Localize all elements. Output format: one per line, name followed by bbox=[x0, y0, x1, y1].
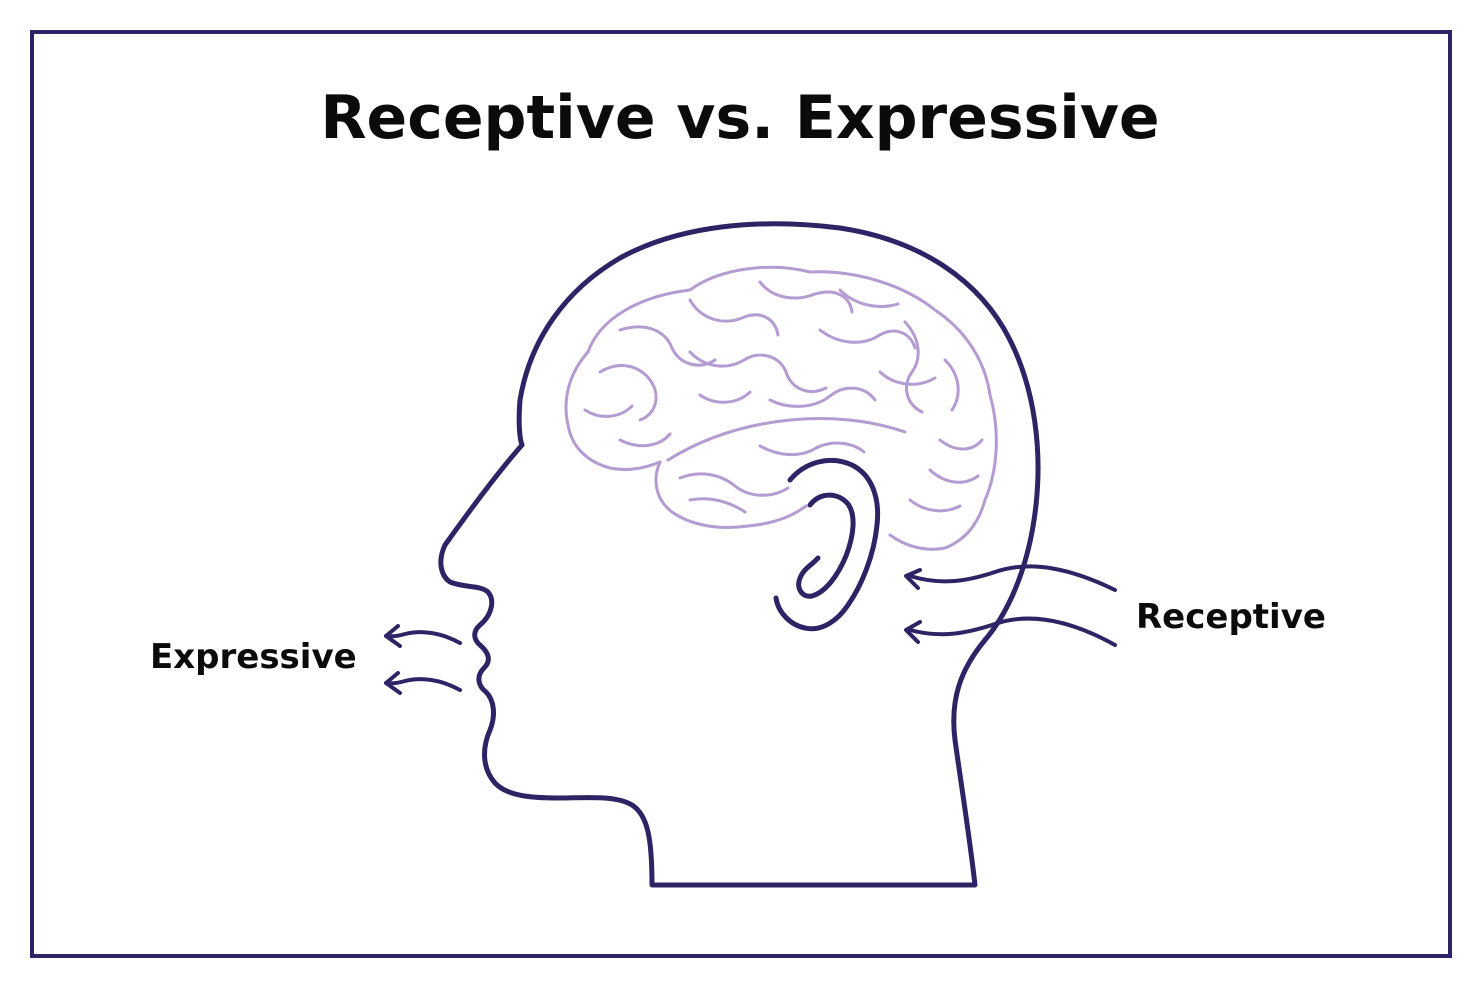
head-profile-icon bbox=[438, 221, 1041, 888]
arrow-icon bbox=[904, 568, 922, 590]
diagram-frame bbox=[30, 30, 1452, 958]
arrow-icon bbox=[908, 564, 1117, 592]
brain-icon bbox=[564, 265, 998, 551]
arrow-icon bbox=[904, 620, 922, 644]
receptive-label: Receptive bbox=[1136, 597, 1326, 637]
arrow-icon bbox=[384, 677, 462, 692]
arrow-icon bbox=[384, 630, 462, 645]
arrow-icon bbox=[384, 671, 402, 695]
ear-icon bbox=[773, 457, 881, 632]
diagram-title: Receptive vs. Expressive bbox=[320, 83, 1160, 153]
receptive-arrows bbox=[904, 564, 1117, 647]
expressive-arrows bbox=[384, 624, 462, 695]
arrow-icon bbox=[384, 624, 402, 648]
expressive-label: Expressive bbox=[150, 637, 357, 677]
arrow-icon bbox=[908, 616, 1117, 647]
